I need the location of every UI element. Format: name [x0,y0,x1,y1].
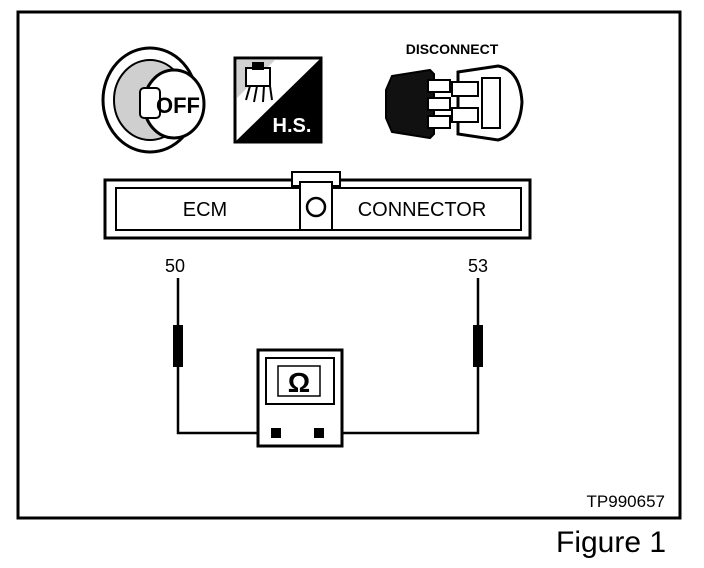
ecm-connector: ECM CONNECTOR [103,171,532,240]
probe-left [173,325,183,367]
connector-lock-icon [305,196,327,218]
ignition-off-icon: OFF [101,46,206,154]
figure-code: TP990657 [587,492,665,511]
ignition-off-label: OFF [156,93,200,118]
ohm-icon: Ω [288,367,310,398]
connector-right-label: CONNECTOR [358,199,487,221]
harness-tag-label: H.S. [273,115,312,137]
meter-terminal-left [271,428,281,438]
probe-right [473,325,483,367]
disconnect-label: DISCONNECT [406,41,499,57]
diagram-frame [16,10,682,520]
figure-caption: Figure 1 [556,526,667,559]
meter-terminal-right [314,428,324,438]
ohmmeter: Ω [256,348,344,448]
pin-label-right: 53 [468,256,488,276]
connector-left-label: ECM [183,199,227,221]
harness-tag-icon: H.S. [233,56,323,144]
disconnect-icon: DISCONNECT [385,41,524,142]
test-leads [173,278,483,435]
pin-label-left: 50 [165,256,185,276]
